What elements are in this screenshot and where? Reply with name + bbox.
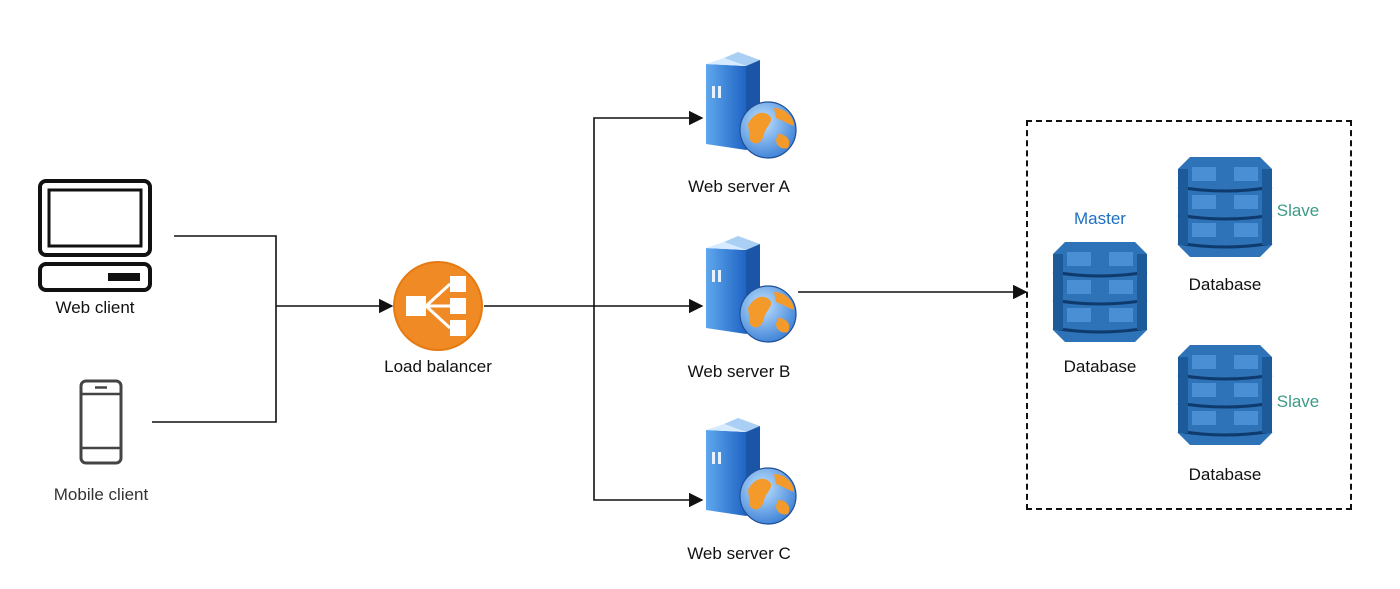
master-database-label: Database	[1063, 357, 1137, 376]
slave-2-role-label: Slave	[1276, 392, 1320, 411]
web-server-icon	[706, 52, 797, 159]
database-icon	[1177, 157, 1273, 257]
web-client-node	[36, 178, 154, 294]
web-server-c-label: Web server C	[687, 544, 791, 563]
database-icon	[1052, 242, 1148, 342]
mobile-client-node	[78, 378, 124, 466]
web-server-icon	[706, 418, 797, 525]
database-icon	[1177, 345, 1273, 445]
master-database-node	[1051, 238, 1149, 346]
slave-1-role-label: Slave	[1276, 201, 1320, 220]
mobile-phone-icon	[79, 379, 123, 465]
slave-2-database-node	[1176, 340, 1274, 450]
desktop-computer-icon	[38, 179, 152, 292]
load-balancer-icon	[393, 261, 483, 351]
web-server-b-node	[702, 234, 798, 346]
web-server-b-label: Web server B	[687, 362, 791, 381]
database-group-box	[1026, 120, 1352, 510]
web-server-c-node	[702, 416, 798, 528]
load-balancer-node	[392, 260, 484, 352]
mobile-client-label: Mobile client	[53, 485, 149, 504]
web-client-connector	[174, 235, 277, 306]
slave-1-database-node	[1176, 152, 1274, 262]
master-role-label: Master	[1074, 209, 1126, 228]
load-balancer-label: Load balancer	[384, 357, 492, 376]
lb-to-server-c-arrow	[593, 306, 704, 508]
web-server-icon	[706, 236, 797, 343]
mobile-client-connector	[152, 306, 277, 423]
web-client-label: Web client	[55, 298, 135, 317]
web-server-a-node	[702, 50, 798, 162]
lb-to-server-a-arrow	[593, 110, 704, 306]
slave-1-database-label: Database	[1188, 275, 1262, 294]
web-server-a-label: Web server A	[688, 177, 790, 196]
slave-2-database-label: Database	[1188, 465, 1262, 484]
